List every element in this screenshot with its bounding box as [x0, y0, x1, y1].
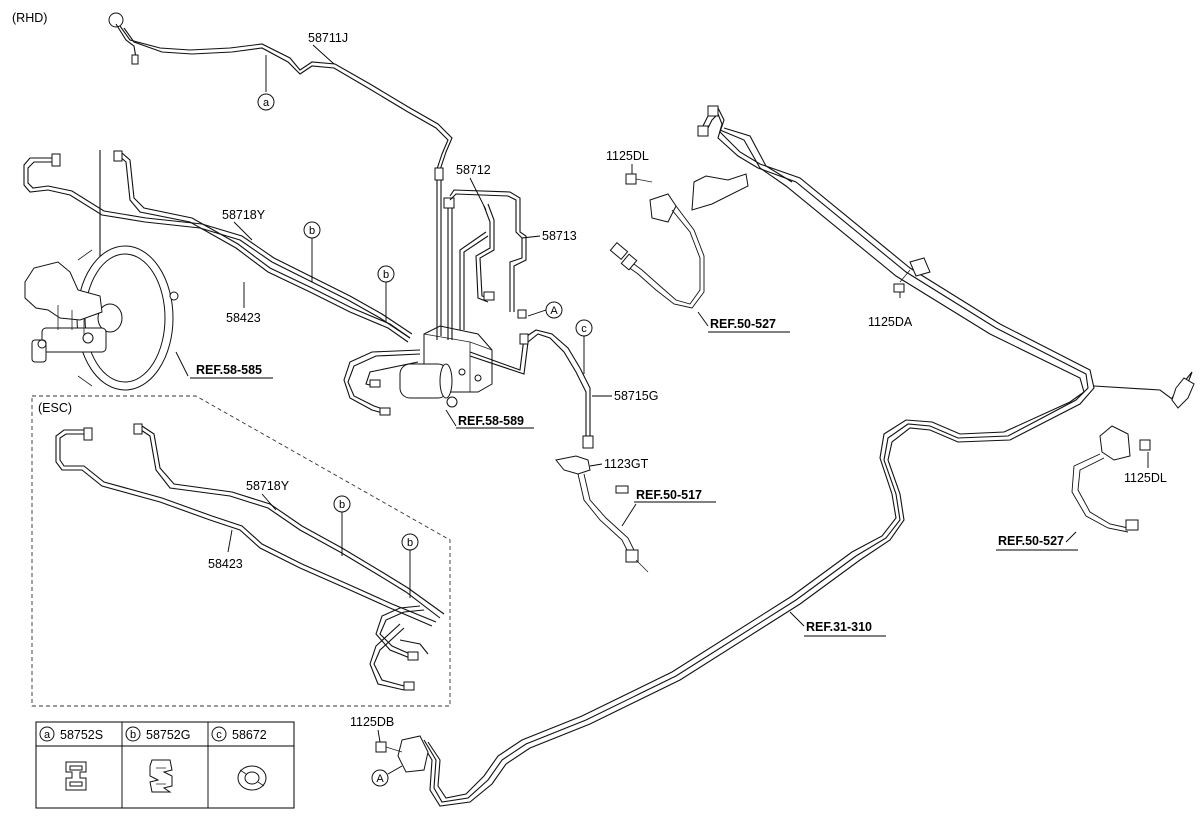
label-58712: 58712: [456, 163, 491, 177]
esc-label-58423: 58423: [208, 557, 243, 571]
label-1125DB: 1125DB: [350, 715, 394, 729]
ref-50-527-right: REF.50-527: [998, 534, 1064, 548]
clip-58752G-icon: [149, 759, 173, 793]
abs-hecu-module: [343, 325, 493, 416]
esc-callout-b-2: b: [401, 533, 419, 551]
rhd-label: (RHD): [12, 11, 47, 25]
label-1123GT: 1123GT: [604, 457, 649, 471]
front-hose-left: [555, 455, 649, 573]
rear-hose-right: [1071, 425, 1151, 533]
ref-31-310: REF.31-310: [806, 620, 872, 634]
brake-line-58718Y: [23, 153, 413, 339]
esc-brake-lines: [55, 423, 445, 691]
ref-50-517: REF.50-517: [636, 488, 702, 502]
svg-text:A: A: [376, 773, 384, 785]
bolt-1125DL-top: [625, 173, 653, 185]
esc-label-58718Y: 58718Y: [246, 479, 290, 493]
brake-line-58712: [436, 180, 527, 340]
svg-text:b: b: [383, 269, 389, 281]
grommet-58672-icon: [237, 765, 267, 791]
callout-a-top: a: [257, 93, 275, 111]
parts-legend-table: a 58752S b 58752G c 58672: [35, 721, 295, 809]
brake-line-58715G: [469, 329, 594, 449]
ref-50-527-top: REF.50-527: [710, 317, 776, 331]
svg-text:a: a: [263, 97, 270, 109]
callout-b-2: b: [377, 265, 395, 283]
legend-key-c: c: [216, 729, 222, 741]
svg-text:b: b: [339, 499, 345, 511]
label-58718Y: 58718Y: [222, 208, 266, 222]
label-1125DA: 1125DA: [868, 315, 913, 329]
rear-brake-lines: [419, 105, 1195, 807]
svg-text:b: b: [309, 225, 315, 237]
bracket-1125DB: [375, 735, 429, 773]
label-58423: 58423: [226, 311, 261, 325]
svg-text:b: b: [407, 537, 413, 549]
master-cylinder: [24, 261, 107, 363]
label-58715G: 58715G: [614, 389, 658, 403]
legend-key-b: b: [130, 729, 136, 741]
callout-c: c: [575, 319, 593, 337]
legend-part-c: 58672: [232, 728, 267, 742]
svg-text:A: A: [550, 305, 558, 317]
ref-58-585: REF.58-585: [196, 363, 262, 377]
ref-58-589: REF.58-589: [458, 414, 524, 428]
label-58713: 58713: [542, 229, 577, 243]
callout-A-upper: A: [545, 301, 563, 319]
label-58711J: 58711J: [308, 31, 348, 45]
bolt-1125DA: [893, 269, 911, 293]
callout-b-1: b: [303, 221, 321, 239]
esc-callout-b-1: b: [333, 495, 351, 513]
front-hose-right-top: [609, 193, 705, 309]
brake-line-58711J: [108, 12, 453, 181]
svg-text:c: c: [581, 323, 587, 335]
brake-line-58423: [113, 150, 411, 343]
callout-A-lower: A: [371, 769, 389, 787]
brake-booster: [76, 245, 179, 391]
label-1125DL-right: 1125DL: [1124, 471, 1167, 485]
label-1125DL-top: 1125DL: [606, 149, 649, 163]
clip-58752S-icon: [65, 761, 87, 791]
esc-inset-border: [31, 395, 451, 707]
legend-part-a: 58752S: [60, 728, 103, 742]
esc-label: (ESC): [38, 401, 72, 415]
legend-key-a: a: [44, 729, 51, 741]
legend-part-b: 58752G: [146, 728, 190, 742]
